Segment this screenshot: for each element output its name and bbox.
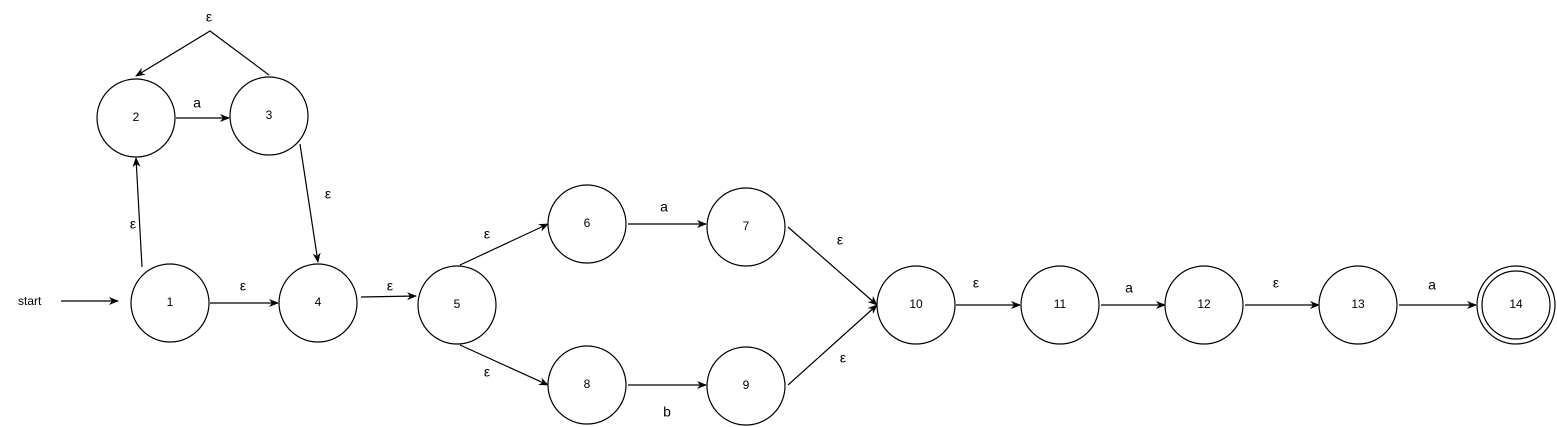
transition-1-2-label: ε <box>130 216 136 232</box>
state-12-label: 12 <box>1197 297 1211 311</box>
state-9-label: 9 <box>743 378 750 392</box>
transitions-layer <box>61 30 1477 389</box>
transition-5-6-arrow <box>459 223 549 266</box>
state-8-circle <box>547 345 627 425</box>
transition-2-3-label: a <box>193 95 201 111</box>
state-2-label: 2 <box>133 110 140 124</box>
transition-3-4-arrow <box>299 143 321 263</box>
transition-5-8-arrow <box>459 344 549 386</box>
state-12-circle <box>1164 265 1244 345</box>
state-10-circle <box>876 265 956 345</box>
state-5-label: 5 <box>454 297 461 311</box>
transition-9-10-label: ε <box>840 350 846 366</box>
state-5-circle <box>417 265 497 345</box>
transition-9-10-arrow <box>787 304 878 386</box>
state-1-circle <box>130 263 210 343</box>
state-2-circle <box>96 78 176 158</box>
transition-5-8-label: ε <box>484 364 490 380</box>
transition-1-4-label: ε <box>240 278 246 294</box>
transition-10-11-label: ε <box>973 275 979 291</box>
state-3-circle <box>229 76 309 156</box>
state-14-accepting-ring <box>1481 270 1551 340</box>
transition-4-5-label: ε <box>387 278 393 294</box>
state-11-label: 11 <box>1054 297 1067 311</box>
transition-5-6-label: ε <box>484 226 490 242</box>
state-3-label: 3 <box>266 108 273 122</box>
state-13-circle <box>1318 265 1398 345</box>
states-layer <box>96 76 1556 426</box>
transition-3-2-label: ε <box>206 9 212 25</box>
state-8-label: 8 <box>584 377 591 391</box>
transition-3-2-arrow <box>135 30 270 77</box>
state-4-circle <box>278 263 358 343</box>
transition-4-5-arrow <box>360 292 417 301</box>
start-label: start <box>18 294 42 308</box>
state-13-label: 13 <box>1351 297 1365 311</box>
transition-7-10-label: ε <box>837 232 843 248</box>
transition-1-2-arrow <box>132 157 143 268</box>
state-10-label: 10 <box>909 297 923 311</box>
state-7-label: 7 <box>743 219 750 233</box>
transition-12-13-label: ε <box>1273 275 1279 291</box>
state-11-circle <box>1020 265 1100 345</box>
transition-11-12-label: a <box>1125 280 1133 296</box>
state-7-circle <box>706 187 786 267</box>
transition-13-14-label: a <box>1428 277 1436 293</box>
transition-8-9-label: b <box>663 404 671 420</box>
transition-3-4-label: ε <box>325 186 331 202</box>
state-6-label: 6 <box>584 216 591 230</box>
state-6-circle <box>547 184 627 264</box>
state-1-label: 1 <box>167 295 174 309</box>
state-14-label: 14 <box>1509 297 1523 311</box>
state-4-label: 4 <box>315 295 322 309</box>
transition-6-7-label: a <box>660 199 668 215</box>
transition-7-10-arrow <box>787 226 878 306</box>
state-9-circle <box>706 346 786 426</box>
